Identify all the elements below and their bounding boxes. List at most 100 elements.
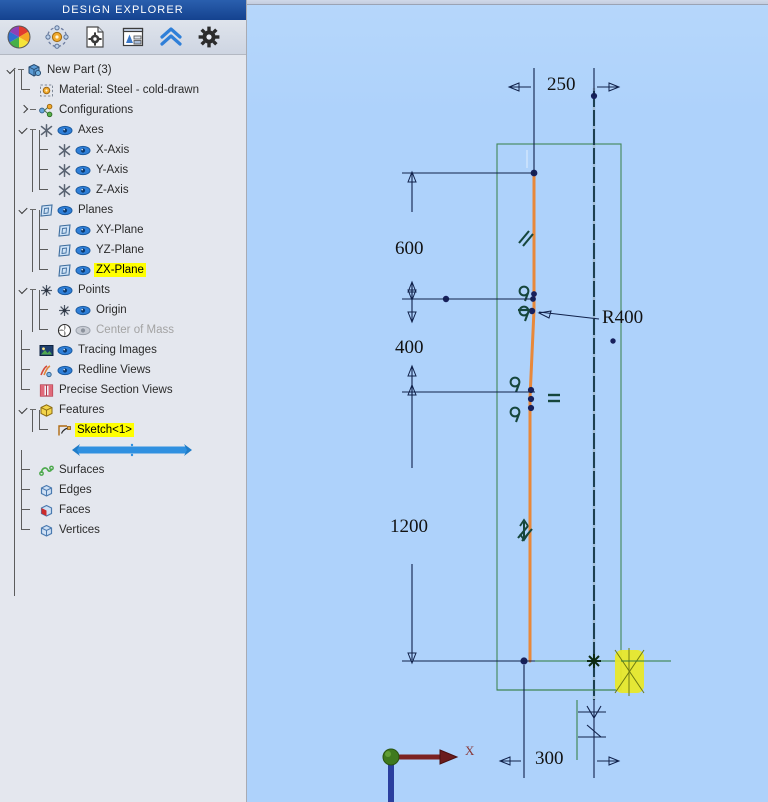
tree-item-tracing-images[interactable]: Tracing Images bbox=[0, 330, 246, 360]
redline-icon bbox=[38, 362, 55, 378]
tree-item-edges[interactable]: Edges bbox=[0, 470, 246, 500]
triad-x-axis-label: X bbox=[465, 743, 475, 758]
construction-centerline[interactable] bbox=[590, 88, 616, 700]
visibility-eye-icon[interactable] bbox=[75, 163, 91, 177]
dimension-300[interactable] bbox=[498, 665, 621, 778]
axis-icon bbox=[38, 122, 55, 138]
tree-connector bbox=[18, 350, 32, 380]
tree-branch-line bbox=[32, 210, 33, 272]
graphics-viewport[interactable]: 250 600 400 1200 R400 300 X bbox=[247, 0, 768, 802]
expander-toggle[interactable] bbox=[6, 60, 17, 80]
visibility-eye-icon[interactable] bbox=[57, 123, 73, 137]
tree-connector bbox=[18, 510, 32, 540]
sketch-drawing[interactable] bbox=[247, 0, 768, 802]
tree-item-label: New Part (3) bbox=[47, 64, 112, 76]
tree-item-surfaces[interactable]: Surfaces bbox=[0, 450, 246, 480]
visibility-eye-icon[interactable] bbox=[75, 223, 91, 237]
tree-item-label: Redline Views bbox=[78, 364, 151, 376]
collapse-chevron-up-icon[interactable] bbox=[158, 24, 184, 50]
selection-highlight[interactable] bbox=[614, 648, 645, 696]
visibility-eye-icon[interactable] bbox=[75, 243, 91, 257]
tree-branch-line bbox=[32, 130, 33, 192]
appearance-color-wheel-icon[interactable] bbox=[6, 24, 32, 50]
tree-item-label: ZX-Plane bbox=[94, 263, 146, 277]
features-icon bbox=[38, 402, 55, 418]
tree-item-xy-plane[interactable]: XY-Plane bbox=[0, 210, 246, 240]
visibility-eye-icon[interactable] bbox=[57, 363, 73, 377]
tree-item-planes[interactable]: Planes bbox=[0, 200, 246, 220]
dimension-400[interactable] bbox=[402, 280, 535, 395]
expander-toggle[interactable] bbox=[18, 100, 29, 120]
dimension-label-250[interactable]: 250 bbox=[547, 74, 576, 95]
dimension-label-600[interactable]: 600 bbox=[395, 238, 424, 259]
rollback-bar[interactable] bbox=[0, 440, 246, 460]
tree-connector bbox=[36, 310, 50, 340]
tree-item-label: Tracing Images bbox=[78, 344, 157, 356]
design-explorer-panel: DESIGN EXPLORER bbox=[0, 0, 247, 802]
configurations-icon[interactable] bbox=[44, 24, 70, 50]
visibility-eye-icon[interactable] bbox=[57, 283, 73, 297]
tree-item-material-steel-cold-drawn[interactable]: Material: Steel - cold-drawn bbox=[0, 70, 246, 100]
options-gear-icon[interactable] bbox=[196, 24, 222, 50]
dimension-label-300[interactable]: 300 bbox=[535, 748, 564, 769]
layout-views-icon[interactable] bbox=[120, 24, 146, 50]
dimension-label-r400[interactable]: R400 bbox=[602, 307, 644, 328]
tree-item-redline-views[interactable]: Redline Views bbox=[0, 350, 246, 380]
tree-item-axes[interactable]: Axes bbox=[0, 120, 246, 140]
origin-marker[interactable] bbox=[587, 654, 601, 668]
visibility-eye-icon[interactable] bbox=[75, 263, 91, 277]
tree-branch-line bbox=[32, 290, 33, 332]
tree-item-z-axis[interactable]: Z-Axis bbox=[0, 170, 246, 200]
tree-item-y-axis[interactable]: Y-Axis bbox=[0, 150, 246, 180]
dimension-250[interactable] bbox=[507, 68, 621, 175]
tree-item-zx-plane[interactable]: ZX-Plane bbox=[0, 250, 246, 280]
visibility-eye-icon[interactable] bbox=[75, 143, 91, 157]
expander-toggle[interactable] bbox=[18, 400, 29, 420]
dimension-label-1200[interactable]: 1200 bbox=[390, 516, 428, 537]
feature-tree[interactable]: New Part (3)Material: Steel - cold-drawn… bbox=[0, 56, 246, 802]
visibility-eye-icon[interactable] bbox=[57, 203, 73, 217]
tree-connector bbox=[29, 120, 38, 140]
tree-item-vertices[interactable]: Vertices bbox=[0, 510, 246, 540]
dimension-r400[interactable] bbox=[537, 310, 600, 320]
tree-trunk-line bbox=[14, 70, 15, 516]
dimension-label-400[interactable]: 400 bbox=[395, 337, 424, 358]
document-settings-icon[interactable] bbox=[82, 24, 108, 50]
tangent-constraint-icon bbox=[509, 376, 521, 393]
sketch-profile-line[interactable] bbox=[528, 171, 536, 663]
tree-item-configurations[interactable]: Configurations bbox=[0, 100, 246, 120]
tree-item-new-part-3[interactable]: New Part (3) bbox=[0, 60, 246, 80]
tree-item-center-of-mass[interactable]: Center of Mass bbox=[0, 310, 246, 340]
sketch-points[interactable] bbox=[442, 169, 538, 665]
sketch-icon bbox=[56, 422, 73, 438]
parallel-constraint-icon bbox=[518, 230, 534, 247]
visibility-eye-icon[interactable] bbox=[75, 323, 91, 337]
visibility-eye-icon[interactable] bbox=[75, 183, 91, 197]
triad-origin-sphere bbox=[382, 748, 400, 766]
tree-item-origin[interactable]: Origin bbox=[0, 290, 246, 320]
tree-item-faces[interactable]: Faces bbox=[0, 490, 246, 520]
tree-item-label: Planes bbox=[78, 204, 114, 216]
tree-item-label: Axes bbox=[78, 124, 104, 136]
tree-item-precise-section-views[interactable]: Precise Section Views bbox=[0, 370, 246, 400]
tree-connector bbox=[29, 100, 38, 120]
expander-toggle[interactable] bbox=[18, 120, 29, 140]
coordinate-triad[interactable] bbox=[382, 748, 459, 802]
dimension-1200[interactable] bbox=[402, 383, 535, 665]
bottom-constraint-symbols[interactable] bbox=[578, 705, 606, 738]
tree-item-x-axis[interactable]: X-Axis bbox=[0, 130, 246, 160]
tree-connector bbox=[36, 290, 50, 320]
visibility-eye-icon[interactable] bbox=[57, 343, 73, 357]
tree-connector bbox=[18, 450, 32, 480]
tree-connector bbox=[18, 370, 32, 400]
constraint-symbols[interactable] bbox=[509, 230, 560, 542]
tree-item-points[interactable]: Points bbox=[0, 280, 246, 300]
dimension-600[interactable] bbox=[402, 170, 535, 302]
expander-toggle[interactable] bbox=[18, 200, 29, 220]
tree-item-yz-plane[interactable]: YZ-Plane bbox=[0, 230, 246, 260]
tree-item-label: Vertices bbox=[59, 524, 100, 536]
tree-item-features[interactable]: Features bbox=[0, 400, 246, 420]
visibility-eye-icon[interactable] bbox=[75, 303, 91, 317]
tree-item-sketch1[interactable]: Sketch<1> bbox=[0, 410, 246, 440]
expander-toggle[interactable] bbox=[18, 280, 29, 300]
